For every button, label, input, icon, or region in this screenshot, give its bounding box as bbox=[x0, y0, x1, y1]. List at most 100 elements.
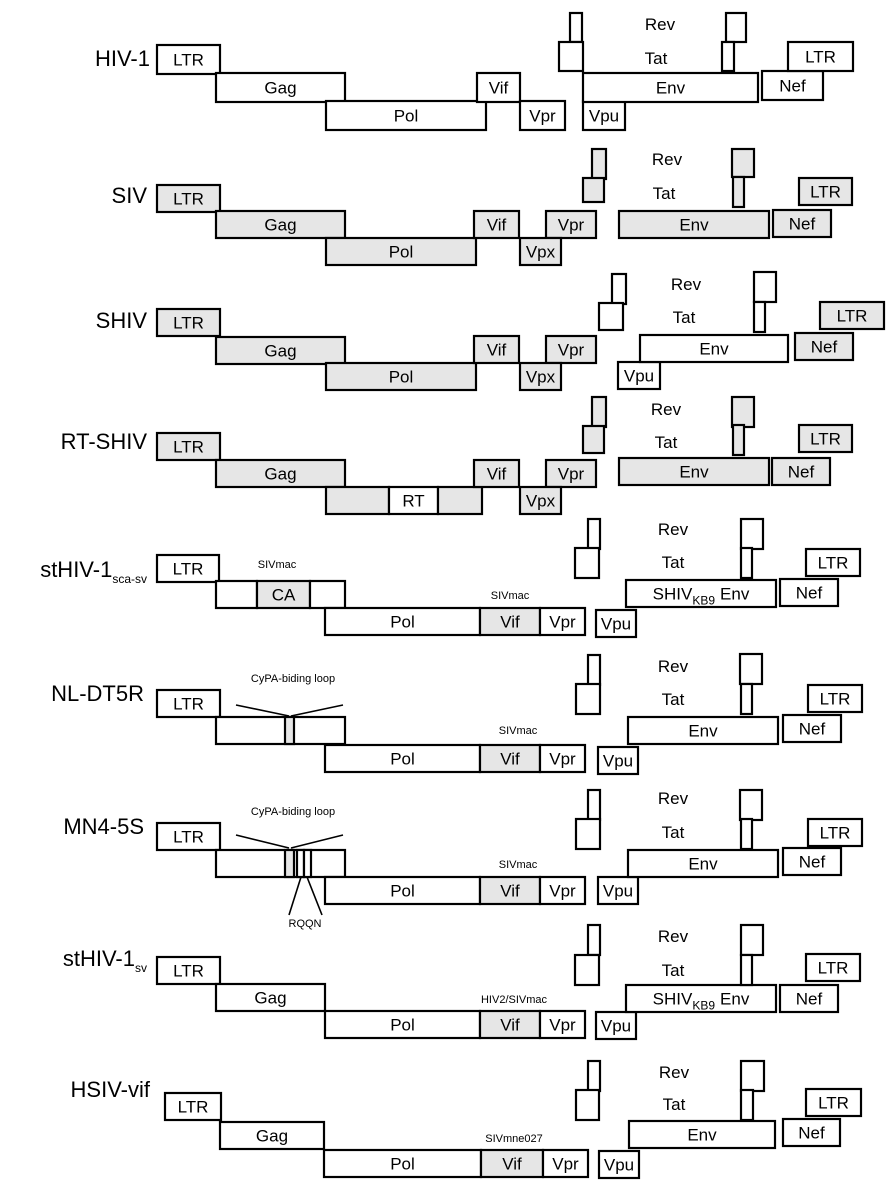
annotation-line bbox=[235, 704, 290, 717]
gene-box-blank bbox=[302, 848, 313, 879]
gene-box-nef bbox=[781, 713, 843, 744]
tat-label: Tat bbox=[662, 823, 685, 842]
gene-box-blank bbox=[739, 953, 754, 987]
gene-label-env: Env bbox=[688, 722, 718, 741]
gene-label-ltr: LTR bbox=[837, 307, 868, 326]
gene-box-vpr bbox=[518, 99, 567, 132]
annotation-note: CyPA-biding loop bbox=[251, 806, 335, 818]
gene-box-nef bbox=[793, 331, 855, 362]
gene-box-vif bbox=[478, 606, 542, 637]
gene-box-blank bbox=[724, 11, 748, 44]
annotation-note: SIVmac bbox=[258, 559, 297, 571]
gene-box-pol bbox=[323, 606, 482, 637]
gene-box-blank bbox=[610, 272, 628, 306]
gene-box-nef bbox=[771, 208, 833, 239]
gene-label-ltr: LTR bbox=[818, 1094, 849, 1113]
gene-label-nef: Nef bbox=[798, 1124, 825, 1143]
gene-label-vpx: Vpx bbox=[526, 368, 556, 387]
gene-label-ltr: LTR bbox=[805, 48, 836, 67]
gene-label-ltr: LTR bbox=[173, 438, 204, 457]
gene-box-pol bbox=[324, 236, 478, 267]
gene-box-ltr bbox=[163, 1091, 223, 1122]
gene-box-vpr bbox=[538, 743, 587, 774]
gene-box-ltr bbox=[804, 952, 862, 983]
gene-box-blank bbox=[739, 817, 754, 851]
gene-box-blank bbox=[324, 485, 391, 516]
gene-box-blank bbox=[752, 300, 767, 334]
gene-box-gag bbox=[214, 335, 347, 366]
annotation-note: CyPA-biding loop bbox=[251, 673, 335, 685]
gene-box-ltr bbox=[155, 183, 222, 214]
gene-label-ltr: LTR bbox=[173, 962, 204, 981]
gene-label-ltr: LTR bbox=[173, 828, 204, 847]
gene-label-env: Env bbox=[656, 79, 686, 98]
gene-box-vpr bbox=[538, 606, 587, 637]
gene-box-ltr bbox=[806, 683, 864, 714]
gene-box-blank bbox=[586, 653, 602, 687]
gene-label-vpu: Vpu bbox=[603, 752, 633, 771]
tat-label: Tat bbox=[655, 433, 678, 452]
gene-box-vpu bbox=[596, 745, 640, 776]
annotation-note: SIVmne027 bbox=[485, 1133, 542, 1145]
gene-box-blank bbox=[597, 301, 625, 332]
gene-box-vpr bbox=[538, 875, 587, 906]
annotation-note: SIVmac bbox=[491, 590, 530, 602]
gene-box-vpr bbox=[541, 1148, 590, 1179]
gene-label-nef: Nef bbox=[799, 720, 826, 739]
gene-box-blank bbox=[590, 147, 608, 181]
gene-box-pol bbox=[324, 99, 488, 132]
gene-label-pol: Pol bbox=[390, 1155, 415, 1174]
genome-name: stHIV-1sca-sv bbox=[40, 557, 147, 586]
gene-label-nef: Nef bbox=[796, 990, 823, 1009]
gene-box-env bbox=[638, 333, 790, 364]
genome-name: HSIV-vif bbox=[71, 1077, 151, 1102]
gene-label-vpu: Vpu bbox=[624, 367, 654, 386]
gene-box-blank bbox=[574, 817, 602, 851]
gene-box-vpx bbox=[518, 485, 563, 516]
gene-label-vpu: Vpu bbox=[601, 1017, 631, 1036]
gene-box-gag bbox=[218, 1120, 326, 1151]
gene-box-env bbox=[617, 456, 771, 487]
gene-box-blank bbox=[739, 517, 765, 551]
gene-box-blank bbox=[730, 147, 756, 179]
gene-label-gag: Gag bbox=[254, 989, 286, 1008]
gene-box-blank bbox=[586, 517, 602, 551]
gene-box-blank bbox=[738, 788, 764, 822]
annotation-note: RQQN bbox=[289, 918, 322, 930]
gene-box-blank bbox=[739, 1088, 755, 1122]
gene-box-rt bbox=[387, 485, 440, 516]
gene-label-ltr: LTR bbox=[173, 695, 204, 714]
gene-label-ltr: LTR bbox=[820, 824, 851, 843]
gene-label-pol: Pol bbox=[390, 613, 415, 632]
gene-label-ltr: LTR bbox=[178, 1098, 209, 1117]
annotation-line bbox=[306, 876, 323, 916]
gene-box-nef bbox=[781, 846, 843, 877]
gene-label-vif: Vif bbox=[500, 1016, 520, 1035]
gene-label-nef: Nef bbox=[796, 584, 823, 603]
gene-label-gag: Gag bbox=[264, 342, 296, 361]
rev-label: Rev bbox=[658, 520, 689, 539]
gene-box-ltr bbox=[155, 307, 222, 338]
gene-label-vif: Vif bbox=[500, 613, 520, 632]
gene-label-vpr: Vpr bbox=[549, 613, 576, 632]
gene-label-nef: Nef bbox=[811, 338, 838, 357]
gene-box-vif bbox=[472, 458, 521, 489]
gene-label-vpr: Vpr bbox=[558, 341, 585, 360]
gene-label-vpr: Vpr bbox=[549, 882, 576, 901]
gene-label-pol: Pol bbox=[390, 1016, 415, 1035]
gene-box-ltr bbox=[155, 431, 222, 462]
rev-label: Rev bbox=[651, 400, 682, 419]
gene-box-blank bbox=[731, 175, 746, 209]
gene-box-env bbox=[624, 983, 778, 1014]
gene-box-env bbox=[626, 715, 780, 746]
gene-box-ltr bbox=[155, 688, 222, 719]
genome-name-main: stHIV-1 bbox=[63, 946, 135, 971]
gene-label-ca: CA bbox=[272, 586, 296, 605]
gene-label-ltr: LTR bbox=[810, 183, 841, 202]
annotation-note: SIVmac bbox=[499, 859, 538, 871]
gene-label-vpr: Vpr bbox=[558, 465, 585, 484]
